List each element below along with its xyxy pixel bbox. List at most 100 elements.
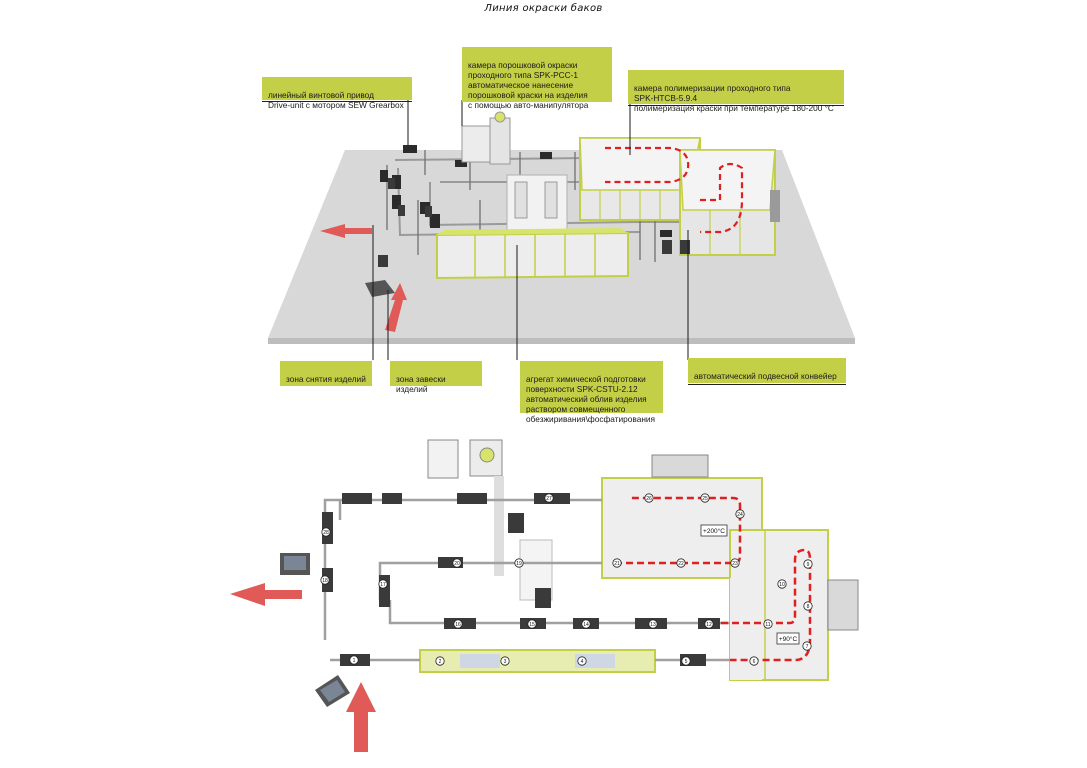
plan-node: 4: [577, 656, 587, 666]
plan-node-circle: [321, 527, 331, 537]
plan-node-label: 7: [806, 644, 809, 650]
plan-node: 23: [730, 558, 740, 568]
plan-node-label: 16: [455, 622, 461, 628]
plan-node: 8: [803, 601, 813, 611]
callout-polymer-oven: камера полимеризации проходного типа SPK…: [628, 70, 844, 113]
plan-node-label: 6: [753, 659, 756, 665]
plan-load-station: [315, 675, 350, 707]
plan-node: 15: [527, 619, 537, 629]
plan-oven: [601, 454, 859, 681]
plan-node-label: 11: [765, 622, 770, 628]
temp-badge-high: +200°C: [703, 527, 725, 535]
callout-underline: [628, 105, 844, 106]
plan-node-label: 2: [439, 659, 442, 665]
plan-unload-station: [280, 553, 310, 575]
plan-node-circle: [320, 575, 330, 585]
callout-conveyor: автоматический подвесной конвейер: [688, 358, 846, 385]
plan-node-label: 28: [323, 530, 329, 536]
plan-node: 16: [453, 619, 463, 629]
plan-node-label: 23: [732, 561, 738, 567]
callout-chem-unit: агрегат химической подготовки поверхност…: [520, 361, 663, 424]
flow-arrows-plan: [230, 583, 376, 752]
plan-node-circle: [648, 619, 658, 629]
plan-node-label: 22: [678, 561, 684, 567]
plan-node-label: 13: [650, 622, 656, 628]
plan-node: 13: [648, 619, 658, 629]
plan-node: 11: [763, 619, 773, 629]
plan-node-circle: [527, 619, 537, 629]
plan-node: 12: [704, 619, 714, 629]
plan-node-label: 4: [581, 659, 584, 665]
plan-node-circle: [802, 641, 812, 651]
plan-node: 24: [735, 509, 745, 519]
plan-temp-badges: +200°C +90°C: [700, 524, 800, 645]
plan-node: 17: [378, 579, 388, 589]
plan-node-circle: [704, 619, 714, 629]
plan-node-label: 26: [646, 496, 652, 502]
plan-node-circle: [544, 493, 554, 503]
plan-node-circle: [777, 579, 787, 589]
callout-load-zone: зона завески изделий: [390, 361, 482, 394]
plan-node: 28: [321, 527, 331, 537]
plan-node: 9: [803, 559, 813, 569]
plan-node: 3: [500, 656, 510, 666]
plan-node-label: 15: [529, 622, 535, 628]
callout-powder-booth: камера порошковой окраски проходного тип…: [462, 47, 612, 110]
plan-node-circle: [735, 509, 745, 519]
plan-node-circle: [730, 558, 740, 568]
plan-node-circle: [612, 558, 622, 568]
callout-conveyor-text: автоматический подвесной конвейер: [694, 371, 837, 381]
chem-tunnel: [436, 228, 629, 280]
plan-node-label: 20: [454, 561, 460, 567]
plan-node: 7: [802, 641, 812, 651]
plan-node: 10: [777, 579, 787, 589]
plan-node: 6: [749, 656, 759, 666]
plan-powder-booth: [427, 439, 553, 601]
plan-node-label: 8: [807, 604, 810, 610]
plan-node-circle: [452, 558, 462, 568]
callout-drive-unit-text: линейный винтовой привод Drive-unit с мо…: [268, 90, 404, 110]
plan-node-label: 27: [546, 496, 552, 502]
plan-node-circle: [763, 619, 773, 629]
callout-powder-booth-text: камера порошковой окраски проходного тип…: [468, 60, 589, 110]
plan-node-circle: [581, 619, 591, 629]
plan-node-label: 17: [380, 582, 386, 588]
plan-node-circle: [644, 493, 654, 503]
hanging-parts: [378, 178, 690, 267]
plan-node: 27: [544, 493, 554, 503]
temp-badge-low: +90°C: [779, 635, 798, 643]
callout-polymer-oven-text: камера полимеризации проходного типа SPK…: [634, 83, 834, 113]
plan-node-circle: [453, 619, 463, 629]
arrow-in-iso: [385, 283, 407, 332]
polymer-oven: [579, 137, 780, 256]
plan-node-circle: [803, 559, 813, 569]
arrow-out-plan: [230, 583, 302, 606]
plan-node-circle: [676, 558, 686, 568]
plan-node-label: 1: [353, 658, 356, 664]
floor-edge: [268, 338, 855, 344]
plan-node-circle: [700, 493, 710, 503]
plan-node-circle: [681, 656, 691, 666]
page-title: Линия окраски баков: [484, 3, 603, 14]
plan-node: 14: [581, 619, 591, 629]
plan-node: 26: [644, 493, 654, 503]
plan-node-circle: [749, 656, 759, 666]
plan-node-circle: [500, 656, 510, 666]
plan-node: 5: [681, 656, 691, 666]
plan-node: 19: [514, 558, 524, 568]
plan-node-label: 12: [706, 622, 712, 628]
plan-node-circle: [514, 558, 524, 568]
plan-node-circle: [435, 656, 445, 666]
plan-node-circle: [349, 655, 359, 665]
callout-underline: [688, 384, 846, 385]
callout-unload-zone-text: зона снятия изделий: [286, 374, 366, 384]
plan-node: 1: [349, 655, 359, 665]
plan-node: 25: [700, 493, 710, 503]
plan-node-label: 21: [614, 561, 620, 567]
arrow-out-iso: [320, 224, 372, 238]
callout-load-zone-text: зона завески изделий: [396, 374, 446, 394]
